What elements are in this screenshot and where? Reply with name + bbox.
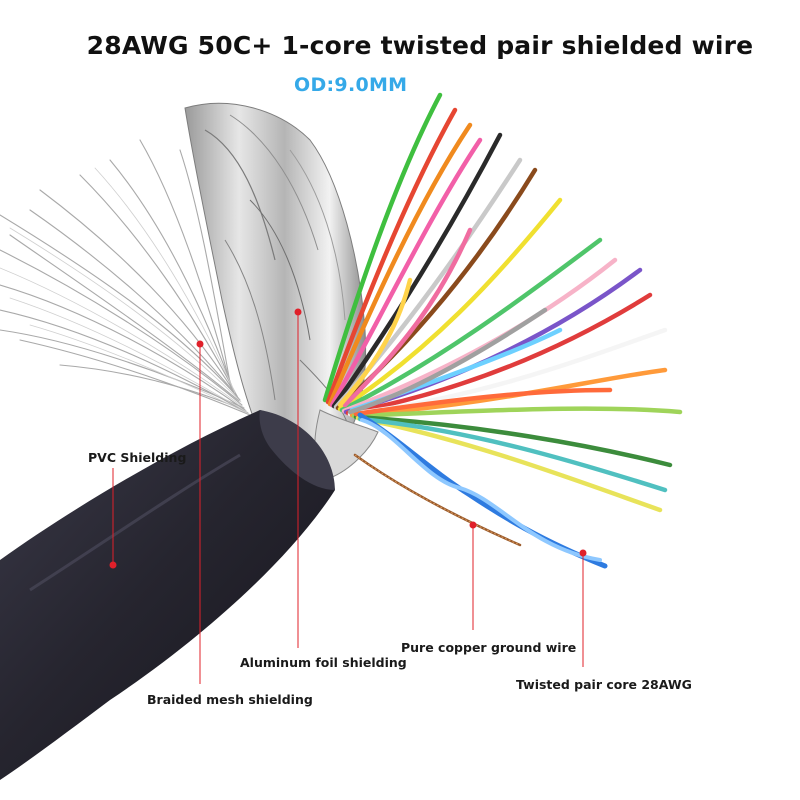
- leader-lines: [109, 308, 587, 684]
- label-pvc-shielding: PVC Shielding: [88, 450, 187, 465]
- label-aluminum-foil: Aluminum foil shielding: [240, 655, 407, 670]
- page-title: 28AWG 50C+ 1-core twisted pair shielded …: [86, 31, 754, 60]
- braided-mesh-strands: [0, 139, 251, 416]
- label-copper-ground: Pure copper ground wire: [401, 640, 577, 655]
- twisted-pair-core: [357, 412, 608, 569]
- label-braided-mesh: Braided mesh shielding: [147, 692, 313, 707]
- copper-ground-wire: [353, 453, 522, 547]
- outer-diameter-label: OD:9.0MM: [294, 74, 408, 96]
- label-twisted-pair: Twisted pair core 28AWG: [516, 677, 692, 692]
- aluminum-foil-wrap: [184, 102, 379, 479]
- pvc-jacket: [0, 410, 335, 780]
- core-wires: [322, 92, 683, 513]
